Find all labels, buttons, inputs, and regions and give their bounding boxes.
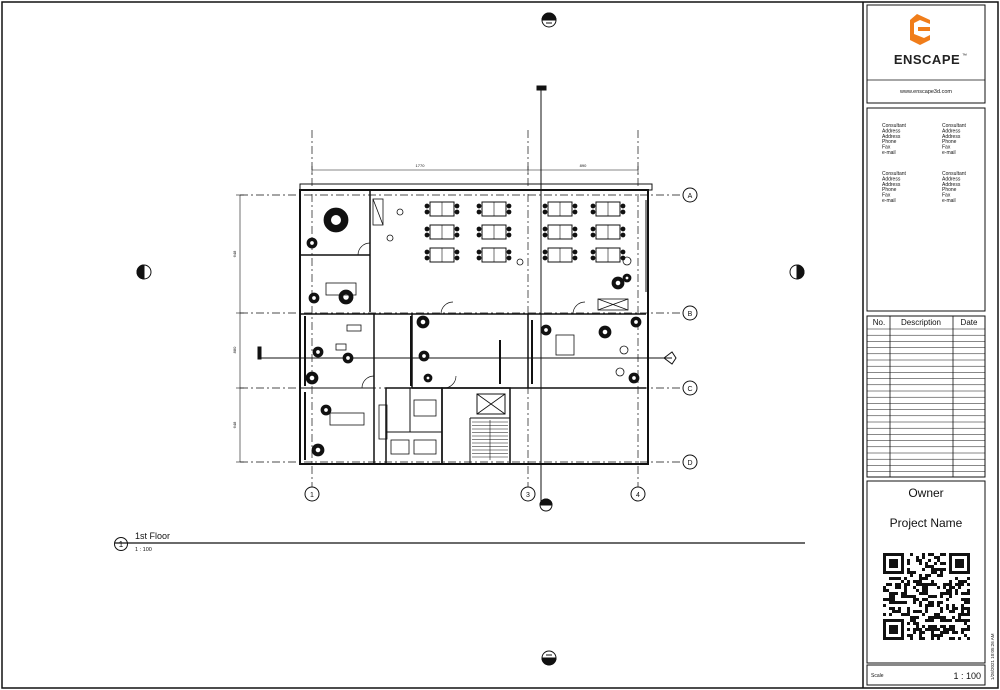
title-block: ENSCAPE ™ www.enscape3d.com ConsultantAd… [866, 4, 995, 686]
grid-bubble-b [682, 305, 698, 321]
consultant-line: Address [942, 128, 961, 134]
website-text: www.enscape3d.com [899, 89, 952, 95]
grid-bubble-d [682, 454, 698, 470]
revision-header-date: Date [961, 318, 978, 327]
consultant-line: Consultant [942, 171, 967, 177]
consultant-line: e-mail [942, 150, 956, 156]
grid-bubble-3 [520, 486, 536, 502]
grid-label-c: C [687, 386, 692, 393]
consultant-line: Consultant [882, 123, 907, 129]
grid-label-b: B [688, 311, 693, 318]
consultant-line: Fax [882, 145, 891, 151]
consultant-line: Address [882, 134, 901, 140]
project-name-text: Project Name [890, 516, 963, 530]
owner-text: Owner [908, 486, 943, 500]
consultant-line: e-mail [882, 198, 896, 204]
consultants-list: ConsultantAddressAddressPhoneFaxe-mailCo… [882, 123, 967, 204]
grid-bubble-4 [630, 486, 646, 502]
dimension-left-2: 880 [232, 346, 237, 353]
grid-bubbles [304, 187, 698, 502]
timestamp-text: 1/26/2021 10:05:26 AM [990, 633, 995, 680]
section-marker-icon [257, 85, 677, 512]
consultant-line: Fax [882, 193, 891, 199]
consultant-line: e-mail [942, 198, 956, 204]
consultant-line: Address [942, 182, 961, 188]
dimension-left-3: 648 [232, 421, 237, 428]
grid-label-a: A [688, 193, 693, 200]
grid-bubble-1 [304, 486, 320, 502]
consultant-line: e-mail [882, 150, 896, 156]
view-title: 1 1st Floor 1 : 100 [114, 531, 805, 553]
view-number: 1 [119, 540, 124, 549]
grid-label-4: 4 [636, 492, 640, 499]
consultant-line: Phone [942, 187, 957, 193]
grid-label-3: 3 [526, 492, 530, 499]
qr-code-icon [883, 553, 970, 640]
grid-bubble-a [682, 187, 698, 203]
grid-label-1: 1 [310, 492, 314, 499]
consultant-line: Consultant [942, 123, 967, 129]
consultant-line: Address [942, 176, 961, 182]
enscape-logo-icon [910, 14, 930, 45]
logo-tm: ™ [962, 53, 967, 59]
dimension-left-1: 648 [232, 250, 237, 257]
revision-header-description: Description [901, 318, 941, 327]
dimension-lines [236, 166, 639, 463]
grid-label-d: D [687, 460, 692, 467]
consultant-line: Phone [882, 139, 897, 145]
consultant-line: Address [882, 176, 901, 182]
revision-header-no: No. [873, 318, 885, 327]
dimension-top-2: 890 [580, 163, 587, 168]
view-scale: 1 : 100 [135, 547, 152, 553]
logo-text: ENSCAPE [894, 52, 960, 67]
dimension-top-1: 1770 [416, 163, 426, 168]
consultant-line: Fax [942, 193, 951, 199]
consultant-line: Phone [882, 187, 897, 193]
revision-table [866, 315, 986, 478]
view-number-bubble [114, 537, 128, 551]
consultant-line: Address [882, 182, 901, 188]
consultant-line: Phone [942, 139, 957, 145]
floor-plan [299, 183, 653, 465]
scale-value: 1 : 100 [953, 671, 981, 681]
consultant-line: Consultant [882, 171, 907, 177]
consultant-line: Fax [942, 145, 951, 151]
consultant-line: Address [882, 128, 901, 134]
consultant-line: Address [942, 134, 961, 140]
elevation-marker-icon [136, 12, 805, 666]
scale-label: Scale [871, 673, 884, 679]
view-name: 1st Floor [135, 531, 170, 541]
grid-bubble-c [682, 380, 698, 396]
